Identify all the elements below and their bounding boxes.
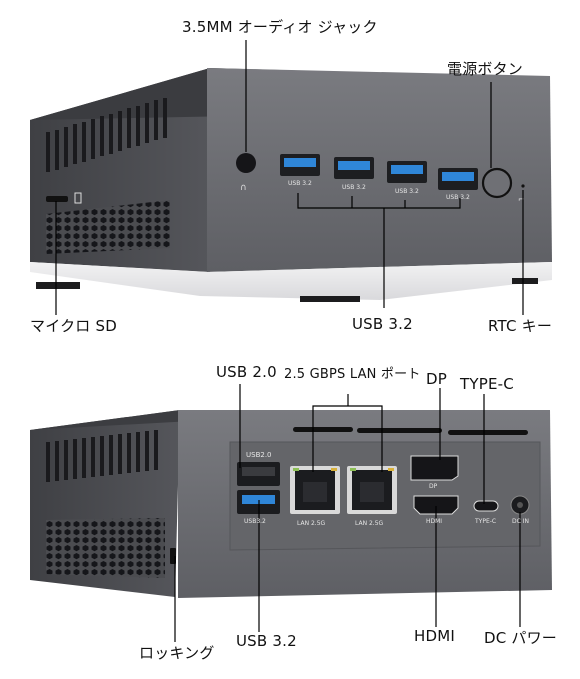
- front-usb-ports: [280, 154, 478, 190]
- port-text-lan1: LAN 2.5G: [297, 520, 326, 527]
- label-rtc-key: RTC キー: [488, 317, 553, 335]
- port-text-hdmi: HDMI: [426, 518, 443, 525]
- microsd-slot: [46, 196, 68, 202]
- front-panel: [207, 68, 552, 272]
- rubber-foot: [36, 282, 80, 289]
- usb32-bracket: [297, 193, 461, 209]
- port-text-typec: TYPE-C: [475, 518, 497, 525]
- audio-jack: [236, 153, 256, 173]
- rubber-foot: [512, 278, 538, 284]
- label-dc-power: DC パワー: [484, 629, 557, 647]
- port-text-lan2: LAN 2.5G: [355, 520, 384, 527]
- side-vent-slots: [46, 98, 167, 172]
- label-typec: TYPE-C: [460, 375, 514, 393]
- rear-vent: [448, 430, 528, 435]
- rtc-icon: ⌐: [518, 195, 525, 204]
- label-dp: DP: [426, 370, 447, 388]
- lan-port: [347, 466, 397, 514]
- rubber-foot: [300, 296, 360, 302]
- hdmi-port: [413, 495, 459, 515]
- label-usb20: USB 2.0: [216, 363, 277, 381]
- side-vent-hex: [46, 200, 170, 254]
- rear-vent: [293, 427, 353, 432]
- power-button: [481, 167, 513, 199]
- side-vent-slots: [46, 430, 158, 482]
- port-text-dp: DP: [429, 483, 438, 490]
- port-text-usb20: USB2.0: [246, 451, 272, 459]
- top-panel: [30, 410, 548, 430]
- port-text-usb: USB 3.2: [446, 194, 470, 201]
- front-view-unit: ∩ ⌐: [30, 40, 552, 315]
- label-hdmi: HDMI: [414, 627, 455, 645]
- headphone-icon: ∩: [240, 183, 247, 193]
- port-text-dc: DC IN: [512, 518, 529, 525]
- port-text-usb: USB 3.2: [395, 188, 419, 195]
- rtc-key-hole: [521, 184, 525, 188]
- dp-port: [410, 455, 459, 481]
- microsd-icon: [74, 192, 82, 204]
- lan-port: [290, 466, 340, 514]
- typec-port: [473, 500, 499, 512]
- label-microsd: マイクロ SD: [30, 317, 117, 335]
- port-text-usb: USB 3.2: [288, 180, 312, 187]
- rear-vent: [357, 428, 442, 433]
- side-vent-hex: [46, 518, 165, 578]
- rear-view-unit: [30, 384, 552, 642]
- label-usb32-front: USB 3.2: [352, 315, 413, 333]
- label-locking: ロッキング: [139, 644, 215, 662]
- label-audio-jack: 3.5MM オーディオ ジャック: [182, 18, 378, 36]
- label-power-button: 電源ボタン: [447, 60, 524, 78]
- port-text-usb: USB 3.2: [342, 184, 366, 191]
- label-usb32-rear: USB 3.2: [236, 632, 297, 650]
- base-plate: [30, 262, 552, 300]
- label-lan: 2.5 GBPS LAN ポート: [284, 367, 421, 382]
- port-text-usb32: USB3.2: [244, 518, 266, 525]
